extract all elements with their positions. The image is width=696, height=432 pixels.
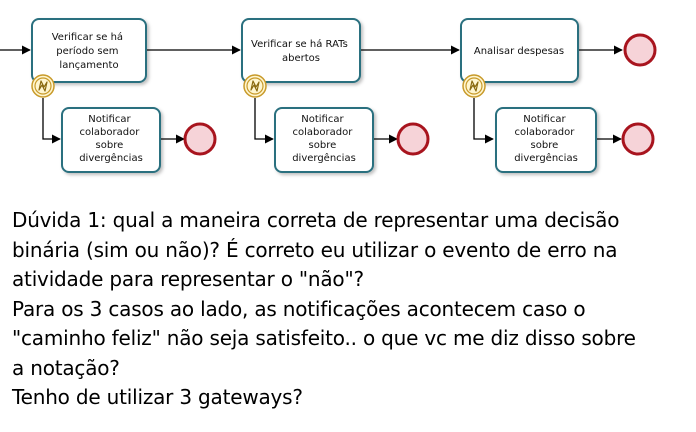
task-notify-3-line: colaborador — [515, 127, 576, 138]
task-notify-1-line: sobre — [96, 140, 124, 151]
flow-error2-notify2 — [254, 98, 274, 144]
error-boundary-event-icon[interactable] — [31, 74, 55, 98]
svg-text:Verificar se há RATs abert: Verificar se há RATs abertos — [251, 38, 351, 64]
task-check-rats-line: Verificar se há RATs — [251, 38, 348, 50]
svg-text:Notificar colaborador: Notificar colaborador sobre divergências — [292, 114, 356, 164]
task-notify-3-line: sobre — [531, 140, 559, 151]
flow-error3-notify3 — [473, 98, 494, 144]
task-check-rats-line: abertos — [282, 53, 320, 64]
svg-text:Notificar colaborador: Notificar colaborador sobre divergências — [514, 114, 578, 164]
bpmn-diagram: Verificar se há período sem lançamento V… — [0, 18, 657, 173]
error-boundary-event-icon[interactable] — [462, 74, 486, 98]
task-notify-3[interactable] — [495, 107, 597, 173]
task-analyze-expenses-line: Analisar despesas — [474, 46, 564, 57]
end-event-icon[interactable] — [621, 122, 655, 156]
task-analyze-expenses[interactable] — [460, 18, 579, 83]
task-notify-1[interactable] — [61, 107, 161, 173]
task-check-period-line: Verificar se há — [52, 31, 123, 43]
svg-text:Analisar despesas: Analisar despesas — [474, 46, 564, 57]
task-notify-2-line: sobre — [309, 140, 337, 151]
task-notify-2-line: Notificar — [301, 114, 344, 125]
task-notify-2[interactable] — [274, 107, 374, 173]
end-event-icon[interactable] — [623, 33, 657, 67]
task-check-rats[interactable] — [241, 18, 361, 83]
end-event-icon[interactable] — [396, 122, 430, 156]
question-text: Dúvida 1: qual a maneira correta de repr… — [12, 206, 692, 413]
task-notify-1-line: Notificar — [88, 114, 131, 125]
task-check-period[interactable] — [31, 18, 147, 83]
task-notify-3-line: Notificar — [523, 114, 566, 125]
end-event-icon[interactable] — [183, 122, 217, 156]
question-line: binária (sim ou não)? É correto eu utili… — [12, 237, 618, 262]
error-boundary-event-icon[interactable] — [243, 74, 267, 98]
task-notify-2-line: divergências — [292, 152, 356, 164]
task-notify-3-line: divergências — [514, 152, 578, 164]
flow-error1-notify1 — [42, 98, 61, 144]
question-line: Para os 3 casos ao lado, as notificações… — [12, 296, 586, 321]
question-line: atividade para representar o "não"? — [12, 267, 364, 291]
task-check-period-line: período sem — [56, 45, 118, 57]
svg-text:Verificar se há período se: Verificar se há período sem lançamento — [52, 31, 127, 71]
question-line: "caminho feliz" não seja satisfeito.. o … — [12, 326, 636, 350]
task-notify-1-line: divergências — [79, 152, 143, 164]
sequence-flows — [0, 45, 623, 144]
question-line: a notação? — [12, 355, 120, 380]
task-notify-1-line: colaborador — [80, 127, 141, 138]
task-notify-2-line: colaborador — [293, 127, 354, 138]
question-line: Dúvida 1: qual a maneira correta de repr… — [12, 208, 620, 232]
question-line: Tenho de utilizar 3 gateways? — [12, 385, 303, 409]
task-check-period-line: lançamento — [59, 60, 118, 71]
svg-text:Notificar colaborador: Notificar colaborador sobre divergências — [79, 114, 143, 164]
